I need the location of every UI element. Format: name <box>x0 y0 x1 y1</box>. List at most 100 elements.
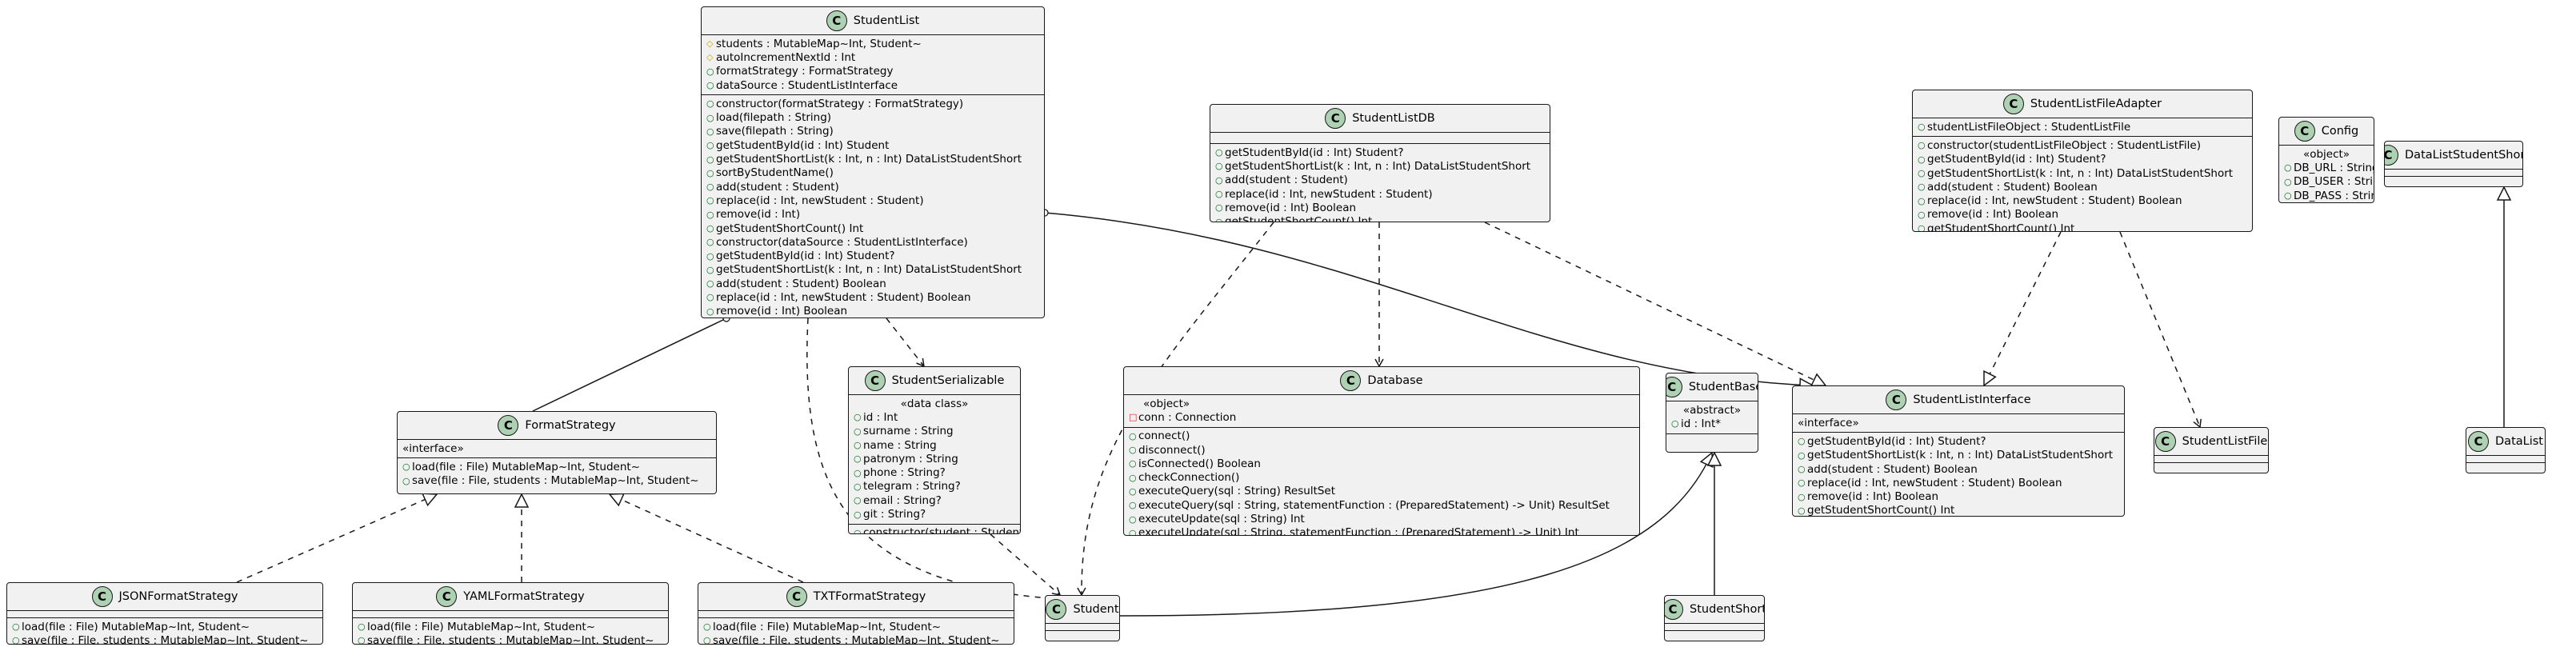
class-icon: C <box>2294 121 2315 142</box>
member-row: ○remove(id : Int) Boolean <box>702 305 1044 318</box>
public-visibility-icon: ○ <box>706 80 714 91</box>
member-row: ○executeQuery(sql : String, statementFun… <box>1124 498 1639 512</box>
member-row: ○getStudentShortList(k : Int, n : Int) D… <box>702 263 1044 277</box>
member-row: ○load(file : File) MutableMap~Int, Stude… <box>7 620 322 633</box>
public-visibility-icon: ○ <box>854 425 862 437</box>
class-icon: C <box>1666 377 1682 397</box>
public-visibility-icon: ○ <box>1215 216 1223 222</box>
member-text: id : Int <box>863 410 898 424</box>
stereotype-label: «data class» <box>900 397 969 410</box>
member-row: ○email : String? <box>849 493 1020 507</box>
member-text: constructor(dataSource : StudentListInte… <box>716 235 968 249</box>
fields-section: «object» □conn : Connection <box>1124 395 1639 428</box>
stereotype-label: «interface» <box>1798 416 1859 429</box>
class-name: StudentBase <box>1688 381 1758 393</box>
class-icon: C <box>786 586 807 607</box>
public-visibility-icon: ○ <box>2284 162 2292 174</box>
public-visibility-icon: ○ <box>706 278 714 290</box>
member-text: getStudentShortList(k : Int, n : Int) Da… <box>1927 166 2234 180</box>
class-name: Student <box>1073 603 1119 616</box>
member-text: git : String? <box>863 508 926 521</box>
public-visibility-icon: ○ <box>12 635 20 645</box>
public-visibility-icon: ○ <box>703 621 711 633</box>
member-text: getStudentById(id : Int) Student? <box>1225 146 1404 159</box>
methods-section: ○constructor(studentListFileObject : Stu… <box>1913 137 2252 231</box>
member-text: getStudentShortList(k : Int, n : Int) Da… <box>716 263 1022 277</box>
public-visibility-icon: ○ <box>706 167 714 178</box>
member-text: studentListFileObject : StudentListFile <box>1927 120 2131 134</box>
edge-studentlist-studentserializable <box>886 318 925 368</box>
member-row: ○phone : String? <box>849 465 1020 479</box>
fields-section: «abstract» ○id : Int* <box>1666 401 1758 434</box>
member-text: telegram : String? <box>863 480 961 493</box>
member-text: load(file : File) MutableMap~Int, Studen… <box>367 620 596 633</box>
member-text: getStudentById(id : Int) Student <box>716 138 890 152</box>
fields-section <box>698 611 1014 618</box>
member-text: disconnect() <box>1138 443 1206 457</box>
member-row: ○DB_PASS : String <box>2279 189 2374 202</box>
member-text: save(filepath : String) <box>716 125 834 138</box>
edge-studentlistdb-student <box>1077 222 1274 597</box>
class-name: StudentListInterface <box>1913 393 2031 406</box>
member-row: ○save(file : File, students : MutableMap… <box>7 633 322 645</box>
class-name: JSONFormatStrategy <box>118 590 238 603</box>
member-text: autoIncrementNextId : Int <box>716 50 856 64</box>
class-icon: C <box>2002 94 2024 114</box>
class-header: C StudentBase <box>1666 373 1758 401</box>
member-row: ○getStudentShortList(k : Int, n : Int) D… <box>702 152 1044 166</box>
methods-section <box>1046 631 1119 637</box>
public-visibility-icon: ○ <box>1918 182 1926 193</box>
public-visibility-icon: ○ <box>854 412 862 423</box>
member-text: DB_USER : String <box>2294 175 2374 189</box>
public-visibility-icon: ○ <box>358 635 366 645</box>
public-visibility-icon: ○ <box>1918 154 1926 165</box>
public-visibility-icon: ○ <box>706 154 714 165</box>
public-visibility-icon: ○ <box>1798 477 1806 489</box>
member-text: load(file : File) MutableMap~Int, Studen… <box>22 620 250 633</box>
methods-section: ○load(file : File) MutableMap~Int, Stude… <box>7 618 322 645</box>
member-text: add(student : Student) Boolean <box>1807 462 1978 476</box>
member-row: ○add(student : Student) Boolean <box>1913 180 2252 194</box>
fields-section <box>1046 624 1119 631</box>
member-row: ○executeUpdate(sql : String) Int <box>1124 512 1639 525</box>
methods-section <box>1666 434 1758 441</box>
fields-section: «interface» <box>398 440 716 459</box>
member-row: ○formatStrategy : FormatStrategy <box>702 65 1044 78</box>
member-row: ○executeQuery(sql : String) ResultSet <box>1124 485 1639 498</box>
class-student-base[interactable]: C StudentBase «abstract» ○id : Int* <box>1666 373 1758 453</box>
member-text: replace(id : Int, newStudent : Student) … <box>1807 476 2062 489</box>
member-text: add(student : Student) Boolean <box>716 277 886 290</box>
member-text: name : String <box>863 438 937 452</box>
edge-studentserializable-student <box>990 533 1062 597</box>
member-text: load(file : File) MutableMap~Int, Studen… <box>713 620 942 633</box>
class-name: StudentShort <box>1690 603 1765 616</box>
member-row: ○add(student : Student) <box>702 180 1044 194</box>
member-text: surname : String <box>863 425 954 438</box>
class-name: StudentSerializable <box>891 374 1005 387</box>
public-visibility-icon: ○ <box>1798 436 1806 447</box>
protected-visibility-icon: ◇ <box>706 38 714 50</box>
member-row: ○remove(id : Int) Boolean <box>1913 208 2252 222</box>
member-row: ○save(filepath : String) <box>702 125 1044 138</box>
